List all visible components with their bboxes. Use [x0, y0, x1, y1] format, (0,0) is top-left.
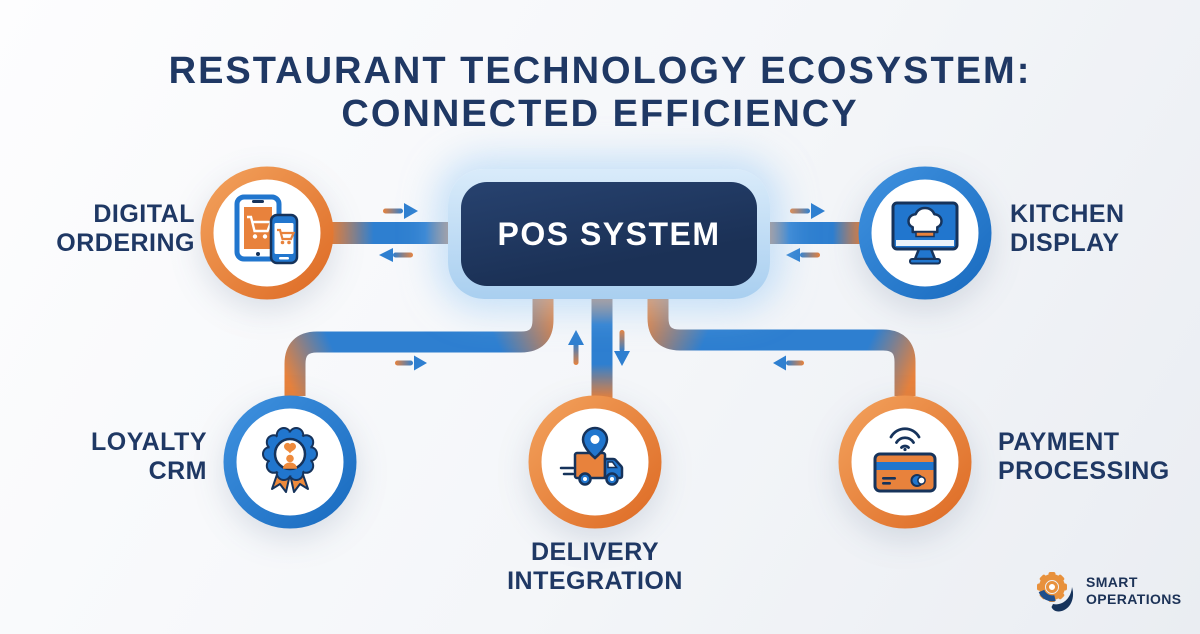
loyalty-badge-ribbon-icon [262, 427, 318, 493]
node-loyalty-crm [223, 395, 357, 529]
flow-arrow-right-loyalty [395, 355, 427, 371]
connector-pos-loyalty-crm [284, 286, 554, 396]
node-payment-processing [838, 395, 972, 529]
title-line-1: RESTAURANT TECHNOLOGY ECOSYSTEM: [168, 50, 1032, 92]
node-digital-ordering [200, 166, 334, 300]
connector-pos-delivery-integration [591, 286, 613, 398]
flow-arrow-right-kitchen [790, 203, 825, 219]
flow-arrow-up-delivery [568, 330, 584, 365]
label-digital-ordering: DIGITAL ORDERING [56, 200, 195, 257]
title-line-2: CONNECTED EFFICIENCY [341, 92, 859, 135]
pos-system-label: POS SYSTEM [497, 215, 721, 252]
flow-arrow-left-payment [773, 355, 804, 371]
flow-arrow-left-digital [379, 248, 413, 262]
flow-arrow-right-digital [383, 203, 418, 219]
gear-leaf-icon [1037, 572, 1074, 612]
flow-arrow-left-kitchen [786, 248, 820, 262]
connector-pos-digital-ordering [332, 222, 462, 244]
node-kitchen-display [858, 166, 992, 300]
flow-arrow-down-delivery [614, 330, 630, 366]
pos-system-box: POS SYSTEM [448, 169, 770, 299]
connector-pos-kitchen-display [758, 222, 862, 244]
label-delivery-integration: DELIVERY INTEGRATION [507, 538, 683, 595]
label-loyalty-crm: LOYALTY CRM [90, 428, 207, 485]
pos-system-inner: POS SYSTEM [461, 182, 757, 286]
delivery-truck-location-pin-icon [559, 426, 624, 486]
connector-pos-payment-processing [647, 286, 916, 396]
label-kitchen-display: KITCHEN DISPLAY [1010, 200, 1125, 257]
label-payment-processing: PAYMENT PROCESSING [998, 428, 1170, 485]
page-title: RESTAURANT TECHNOLOGY ECOSYSTEM: CONNECT… [0, 50, 1200, 135]
node-delivery-integration [528, 395, 662, 529]
monitor-chef-hat-icon [891, 201, 959, 265]
tablet-phone-shopping-cart-icon [234, 194, 299, 265]
brand-logo-text: SMART OPERATIONS [1086, 573, 1182, 608]
brand-logo: SMART OPERATIONS [1032, 568, 1182, 614]
contactless-credit-card-icon [873, 427, 937, 493]
